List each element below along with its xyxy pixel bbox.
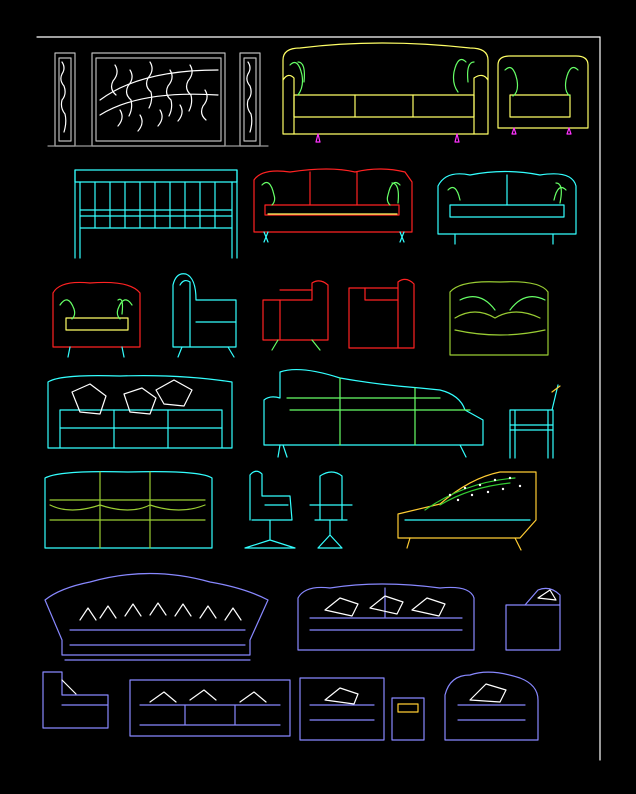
armchair-side-red <box>262 280 329 351</box>
armchair-side-cyan <box>172 273 237 358</box>
room-divider-screen <box>47 52 269 147</box>
side-chair-cyan <box>509 384 561 459</box>
speckle-texture <box>448 476 522 502</box>
armchair-front-yellow <box>497 55 589 135</box>
armchair-front-green <box>449 281 549 356</box>
armchair-low-blue <box>299 677 385 741</box>
bench-railing <box>74 169 238 259</box>
sofa-rolled-arm-blue <box>297 583 475 651</box>
chaise-longue-speckled <box>397 471 537 551</box>
drawing-frame <box>36 36 601 761</box>
sofa-low-blue <box>129 679 291 737</box>
armchair-side-small-blue <box>42 671 109 729</box>
armchair-front-red <box>52 281 141 358</box>
sofa-front-cyan <box>437 170 577 245</box>
armchair-round-blue <box>444 671 539 741</box>
three-seat-sofa-front-yellow <box>282 42 489 143</box>
three-seat-sofa-front-red <box>253 168 413 243</box>
armchair-side-blue <box>505 587 561 651</box>
sofa-green-cyan <box>44 471 213 549</box>
armchair-back-red <box>348 278 415 349</box>
sofa-tufted-blue <box>44 572 269 661</box>
office-chair-side <box>244 470 296 549</box>
sofa-with-cushions-cyan <box>47 375 233 449</box>
chaise-longue-cyan <box>263 368 484 458</box>
office-chair-front <box>309 471 353 549</box>
side-table-blue <box>391 697 425 741</box>
